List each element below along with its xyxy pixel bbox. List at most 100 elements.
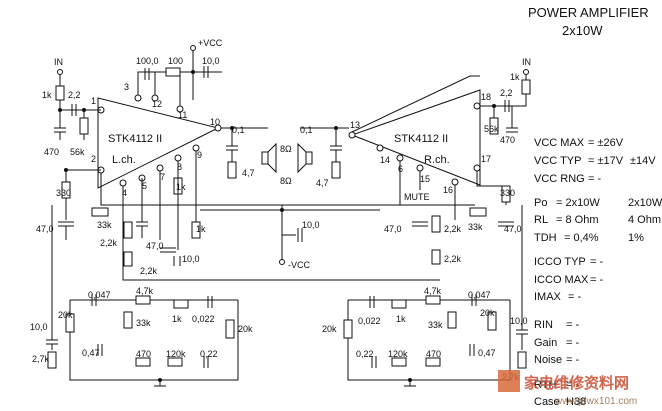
- cap-10-0-top-left: [193, 66, 222, 78]
- spec-value-11: = -: [566, 354, 579, 366]
- label-470-tone-right: 470: [426, 349, 441, 359]
- vcc-plus-terminal: [190, 45, 196, 51]
- speaker-cone-left: [267, 142, 277, 174]
- label-2-2k-right-a: 2,2k: [444, 224, 462, 234]
- spec-value-10: = -: [566, 337, 579, 349]
- watermark-url: www.jdwx101.com: [554, 396, 637, 407]
- label-20k-left-a: 20k: [58, 310, 73, 320]
- resistor-4-7k-right: [425, 295, 441, 305]
- label-in-left: IN: [54, 57, 63, 67]
- label-2-2-right: 2,2: [500, 88, 513, 98]
- spec-label-4: RL: [534, 214, 548, 226]
- spec-value-0: = ±26V: [588, 137, 624, 149]
- spec-label-6: ICCO TYP: [534, 256, 586, 268]
- label-2-7k-left: 2,7k: [32, 354, 50, 364]
- label-10-0-left-out: 10,0: [30, 322, 48, 332]
- resistor-2-2k-left-a: [123, 221, 133, 239]
- cap-47-0-right: [498, 221, 514, 227]
- pin-label-11: 11: [178, 110, 187, 120]
- label-100-0-left: 100,0: [136, 56, 159, 66]
- cap-470-right: [506, 106, 518, 133]
- label-2-2k-right-b: 2,2k: [444, 254, 462, 264]
- spec-value2-3: 2x10W: [628, 197, 662, 209]
- spec-value-5: = 0,4%: [564, 232, 599, 244]
- label-20k-right-a: 20k: [322, 324, 337, 334]
- cap-0-022-left: [207, 296, 213, 308]
- junction: [280, 208, 284, 212]
- label-vcc-minus: -VCC: [288, 260, 310, 270]
- junction: [158, 378, 162, 382]
- pin-label-17: 17: [481, 154, 491, 164]
- label-10-0-center: 10,0: [302, 220, 320, 230]
- label-470-tone-left: 470: [136, 349, 151, 359]
- junction: [334, 126, 338, 130]
- label-47-0-bias-left: 47,0: [146, 241, 164, 251]
- spec-value-8: = -: [568, 291, 581, 303]
- cap-10-0-center: [282, 228, 303, 242]
- speaker-left: [261, 151, 269, 165]
- label-in-right: IN: [522, 57, 531, 67]
- spec-value-13: H38: [566, 396, 586, 408]
- cap-47-0-bias-right: [412, 221, 428, 227]
- resistor-33k-tone-right: [447, 311, 457, 329]
- ic-right-body: [350, 89, 481, 186]
- cap-0-047-right: [471, 294, 477, 306]
- ic-left-body: [97, 97, 220, 189]
- spec-value2-4: 4 Ohm: [628, 214, 661, 226]
- pot-20k-left-a: [65, 313, 75, 333]
- label-2-2-left: 2,2: [68, 90, 81, 100]
- label-470-left: 470: [44, 147, 59, 157]
- label-2-2k-left-b: 2,2k: [140, 266, 158, 276]
- pin-3: [134, 94, 142, 102]
- junction: [492, 104, 496, 108]
- label-47-0-bias-right: 47,0: [384, 224, 402, 234]
- spec-value-12: = -: [566, 379, 579, 391]
- resistor-2-2k-left-b: [123, 251, 133, 267]
- label-0-47-left: 0,47: [82, 348, 100, 358]
- cap-2-2-left: [64, 104, 77, 116]
- label-4-7k-left: 4,7k: [136, 286, 154, 296]
- label-4-7-left: 4,7: [242, 168, 255, 178]
- spec-value-3: = 2x10W: [556, 197, 600, 209]
- resistor-33k-right: [469, 207, 487, 217]
- resistor-4-7-right: [331, 161, 341, 179]
- input-terminal-right: [523, 69, 529, 75]
- cap-0-1-right: [330, 128, 342, 162]
- spec-label-10: Gain: [534, 337, 557, 349]
- resistor-2-7k-left: [47, 351, 57, 369]
- spec-value-2: = -: [588, 173, 601, 185]
- resistor-2-2k-right-a: [431, 215, 441, 233]
- label-2-2k-left-a: 2,2k: [100, 238, 118, 248]
- label-0-047-left: 0,047: [88, 290, 111, 300]
- spec-label-7: ICCO MAX: [534, 274, 589, 286]
- pin-label-5: 5: [142, 181, 147, 191]
- cap-0-047-left: [91, 294, 97, 306]
- junction: [82, 108, 86, 112]
- label-330-left: 330: [56, 188, 71, 198]
- title-line2: 2x10W: [562, 23, 603, 38]
- pin-label-15: 15: [420, 174, 430, 184]
- label-20k-right-b: 20k: [480, 308, 495, 318]
- pin-15: [416, 164, 424, 172]
- rail-left-pin2: [100, 173, 475, 206]
- spec-label-1: VCC TYP: [534, 155, 581, 167]
- pin-14: [376, 144, 384, 152]
- cap-0-1-left: [226, 128, 238, 162]
- cap-47-0-left: [58, 221, 74, 240]
- wire-pin9-pin8: [177, 151, 197, 250]
- rail-ground: [122, 186, 440, 281]
- cap-10-0-left-out: [46, 205, 58, 350]
- pin-label-18: 18: [481, 92, 491, 102]
- watermark-text: 家电维修资料网: [524, 374, 629, 392]
- resistor-330-right: [501, 185, 511, 203]
- pin-label-6: 6: [398, 164, 403, 174]
- label-1k-tone-left: 1k: [172, 314, 182, 324]
- label-33k-tone-left: 33k: [136, 318, 151, 328]
- resistor-56k-left: [79, 117, 89, 135]
- ic-left: STK4112 II L.ch.: [97, 97, 220, 189]
- pin-label-7: 7: [160, 172, 165, 182]
- pin-label-8: 8: [177, 162, 182, 172]
- resistor-33k-tone-left: [123, 311, 133, 329]
- pot-20k-right-a: [343, 319, 353, 339]
- resistor-120k-left: [167, 357, 183, 367]
